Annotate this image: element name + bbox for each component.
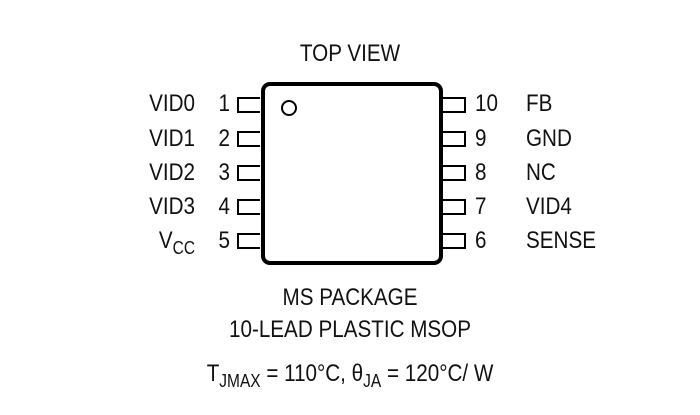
pin-number-6: 6 — [475, 227, 487, 254]
package-description: 10-LEAD PLASTIC MSOP — [228, 316, 472, 343]
pin-name-7: VID4 — [526, 193, 572, 220]
pin-number-2: 2 — [218, 125, 230, 152]
pin-name-6: SENSE — [526, 227, 596, 254]
pin-lead-9 — [443, 131, 466, 147]
thermal-spec: TJMAX = 110°C, θJA = 120°C/ W — [206, 360, 494, 391]
pin-lead-8 — [443, 165, 466, 181]
pin-number-7: 7 — [475, 193, 487, 220]
pin-name-8: NC — [526, 159, 556, 186]
pin-name-3: VID2 — [149, 159, 195, 186]
pin-name-4: VID3 — [149, 193, 195, 220]
pin-lead-5 — [237, 233, 260, 249]
diagram-title: TOP VIEW — [299, 40, 401, 67]
pin-lead-4 — [237, 199, 260, 215]
pin-lead-1 — [237, 97, 260, 113]
pin-number-5: 5 — [218, 227, 230, 254]
pin-name-2: VID1 — [149, 125, 195, 152]
pin-lead-6 — [443, 233, 466, 249]
pin-lead-2 — [237, 131, 260, 147]
pin-name-9: GND — [526, 125, 572, 152]
pin-number-8: 8 — [475, 159, 487, 186]
pin-number-10: 10 — [475, 90, 498, 117]
pin1-indicator-dot — [281, 100, 297, 116]
package-name: MS PACKAGE — [282, 284, 418, 311]
pin-name-5: VCC — [158, 227, 195, 258]
pin-number-9: 9 — [475, 125, 487, 152]
pin-name-1: VID0 — [149, 90, 195, 117]
pin-lead-10 — [443, 97, 466, 113]
pin-lead-3 — [237, 165, 260, 181]
pin-number-4: 4 — [218, 193, 230, 220]
pin-number-1: 1 — [218, 90, 230, 117]
pin-lead-7 — [443, 199, 466, 215]
package-body — [261, 82, 443, 265]
pin-name-10: FB — [526, 90, 553, 117]
pin-number-3: 3 — [218, 159, 230, 186]
